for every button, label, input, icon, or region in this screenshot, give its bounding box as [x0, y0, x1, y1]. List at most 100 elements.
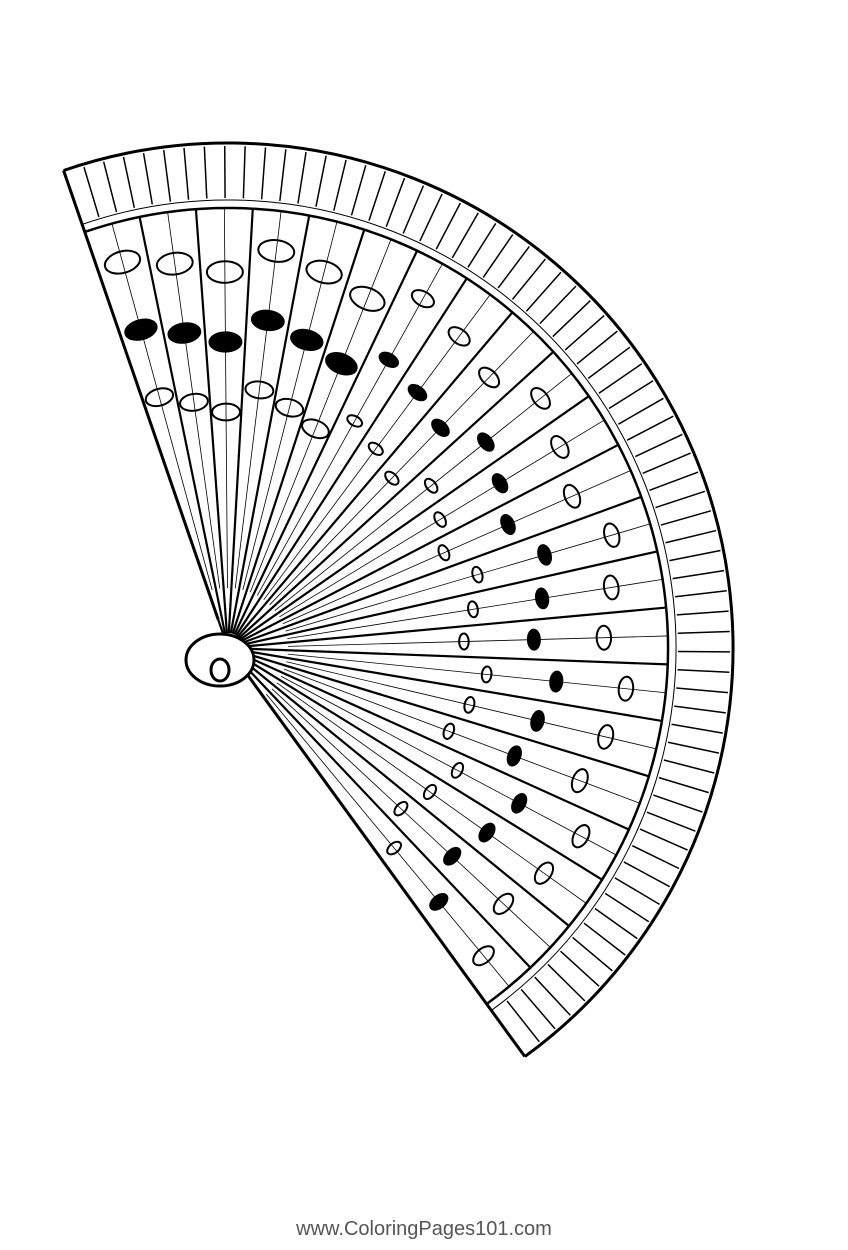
fan-fold-line: [276, 682, 587, 904]
fan-rib: [235, 659, 488, 1005]
fan-rib: [240, 654, 603, 881]
hollow-dot: [349, 285, 386, 312]
band-tick: [552, 300, 591, 338]
fan-outer-edge: [63, 141, 735, 1058]
band-tick: [451, 212, 479, 259]
hollow-dot: [274, 397, 305, 418]
band-tick: [435, 202, 462, 250]
hollow-dot: [562, 483, 582, 509]
hollow-dot: [367, 441, 384, 456]
filled-dot: [443, 846, 462, 866]
hollow-dot: [617, 675, 635, 702]
fan-band-line: [81, 199, 677, 1011]
hollow-dot: [437, 544, 451, 562]
hollow-dot: [450, 761, 465, 779]
filled-dot: [250, 309, 285, 332]
band-tick: [639, 828, 688, 851]
band-tick: [279, 149, 287, 202]
band-tick: [677, 669, 730, 674]
fan-rib: [238, 656, 570, 927]
fan-fold-line: [282, 470, 631, 625]
hollow-dot: [155, 251, 194, 276]
band-tick: [520, 988, 556, 1030]
hollow-dot: [442, 722, 456, 740]
hollow-dot: [244, 380, 275, 400]
band-tick: [631, 844, 680, 870]
hollow-dot: [478, 366, 501, 389]
filled-dot: [534, 587, 550, 610]
band-tick: [482, 234, 514, 278]
filled-dot: [124, 318, 158, 341]
band-tick: [649, 471, 699, 492]
band-tick: [419, 193, 443, 242]
band-tick: [260, 147, 267, 200]
fan-fold-line: [274, 373, 573, 611]
band-tick: [642, 452, 691, 474]
band-tick: [83, 166, 100, 218]
hollow-dot: [386, 840, 402, 856]
band-tick: [350, 165, 367, 216]
fan-fold-line: [256, 263, 443, 596]
band-tick: [525, 271, 562, 312]
hollow-dot: [530, 386, 551, 410]
hollow-dot: [384, 470, 400, 486]
band-tick: [122, 156, 136, 209]
hollow-dot: [597, 724, 615, 750]
hollow-dot: [463, 695, 476, 714]
band-tick: [594, 907, 638, 940]
band-tick: [560, 950, 600, 987]
filled-dot: [208, 331, 243, 353]
fan-rib: [138, 216, 227, 634]
filled-dot: [407, 383, 428, 402]
fan-rib: [233, 250, 419, 635]
hollow-dot: [422, 783, 438, 801]
band-tick: [203, 146, 208, 199]
filled-dot: [378, 351, 399, 368]
hollow-dot: [103, 249, 142, 275]
band-tick: [385, 177, 406, 227]
band-tick: [467, 222, 497, 268]
band-tick: [576, 330, 618, 365]
band-tick: [660, 510, 712, 526]
band-tick: [368, 171, 386, 221]
fan-fold-line: [271, 688, 551, 948]
band-tick: [614, 877, 660, 906]
hollow-dot: [471, 565, 484, 584]
filled-dot: [549, 670, 564, 693]
fan-fold-line: [269, 331, 534, 606]
band-tick: [162, 150, 172, 202]
hollow-dot: [179, 392, 209, 412]
fan-rib: [242, 649, 663, 723]
filled-dot: [325, 352, 358, 376]
band-tick: [676, 687, 729, 694]
band-tick: [497, 246, 530, 289]
hollow-dot: [423, 477, 439, 494]
pivot-rivet: [209, 657, 231, 683]
band-tick: [604, 892, 650, 923]
hollow-dot: [447, 326, 471, 347]
fan-fold-line: [249, 239, 392, 593]
hollow-dot: [211, 402, 242, 422]
fan-rib: [237, 658, 532, 969]
band-tick: [608, 380, 654, 410]
band-tick: [315, 155, 327, 207]
fan-rib: [240, 443, 619, 643]
fan-rib: [227, 208, 254, 634]
fan-rib: [239, 395, 590, 641]
hollow-dot: [602, 574, 620, 601]
band-tick: [242, 146, 246, 199]
band-tick: [547, 963, 586, 1002]
fan-rib: [241, 495, 642, 644]
filled-dot: [477, 432, 495, 452]
hollow-dot: [571, 824, 591, 849]
filled-dot: [537, 544, 553, 566]
fan-rib: [242, 651, 650, 778]
band-tick: [539, 285, 577, 325]
filled-dot: [478, 822, 496, 843]
fan-rib: [242, 550, 658, 646]
filled-dot: [511, 793, 528, 814]
filled-dot: [290, 328, 324, 352]
band-tick: [142, 153, 154, 205]
hollow-dot: [393, 800, 409, 817]
fan-fold-line: [285, 523, 651, 632]
